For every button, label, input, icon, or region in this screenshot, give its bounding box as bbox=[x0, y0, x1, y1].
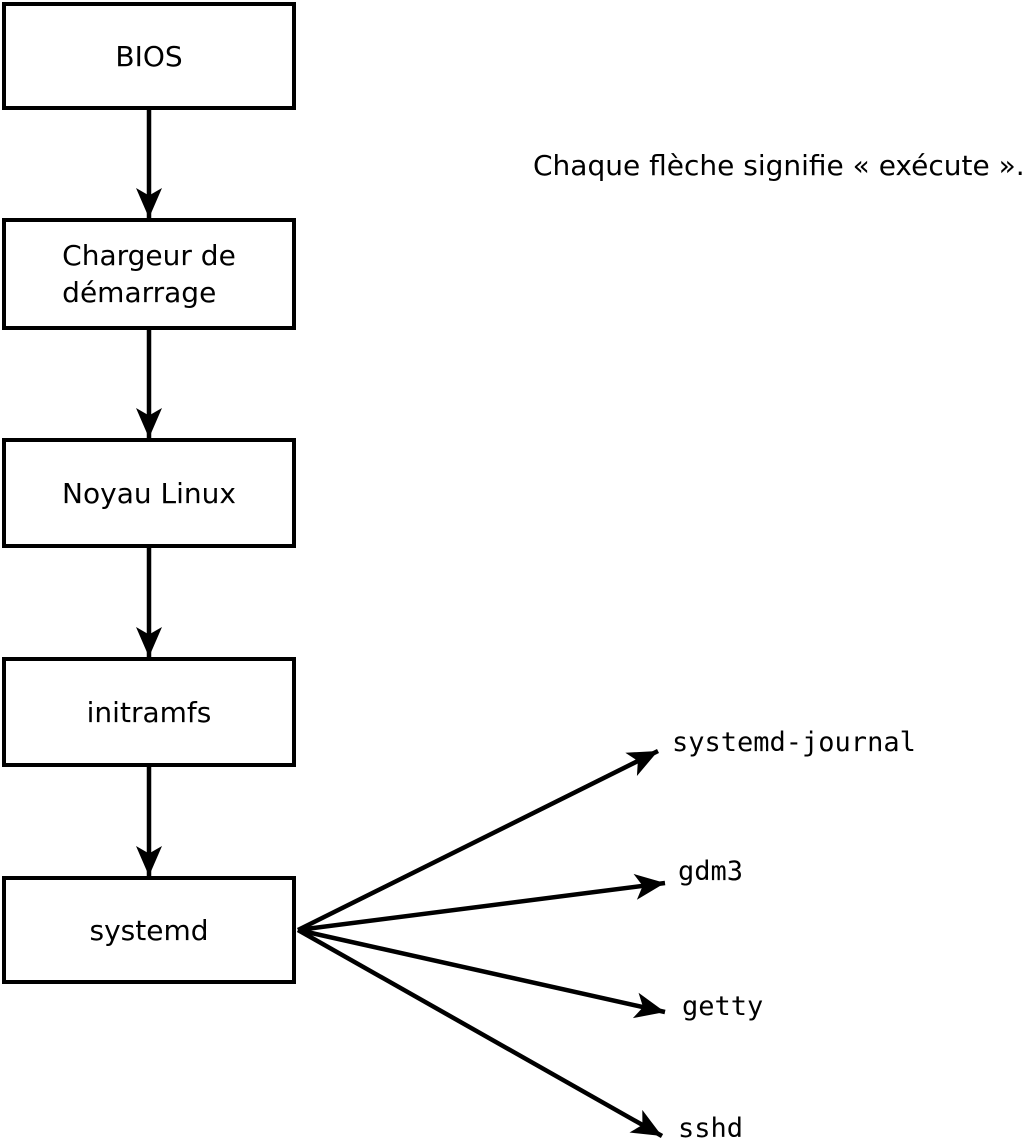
target-label-sshd: sshd bbox=[678, 1113, 744, 1144]
target-label-getty: getty bbox=[682, 991, 764, 1022]
edge-systemd-to-gdm3 bbox=[297, 873, 666, 933]
node-bootloader: Chargeur de démarrage bbox=[2, 218, 296, 330]
node-linux-kernel-label: Noyau Linux bbox=[62, 476, 236, 510]
edge-systemd-to-getty bbox=[297, 927, 666, 1019]
edge-systemd-to-journal bbox=[296, 748, 660, 933]
target-label-gdm3: gdm3 bbox=[678, 856, 744, 887]
node-bios: BIOS bbox=[2, 2, 296, 110]
node-linux-kernel: Noyau Linux bbox=[2, 438, 296, 548]
legend-note: Chaque flèche signifie « exécute ». bbox=[533, 149, 1024, 182]
node-bios-label: BIOS bbox=[115, 39, 183, 73]
node-systemd-label: systemd bbox=[89, 913, 209, 947]
node-initramfs-label: initramfs bbox=[86, 695, 212, 729]
node-bootloader-label: Chargeur de démarrage bbox=[62, 239, 236, 309]
target-label-systemd-journal: systemd-journal bbox=[672, 727, 916, 758]
node-systemd: systemd bbox=[2, 876, 296, 984]
edge-systemd-to-sshd bbox=[296, 928, 664, 1138]
node-initramfs: initramfs bbox=[2, 657, 296, 767]
